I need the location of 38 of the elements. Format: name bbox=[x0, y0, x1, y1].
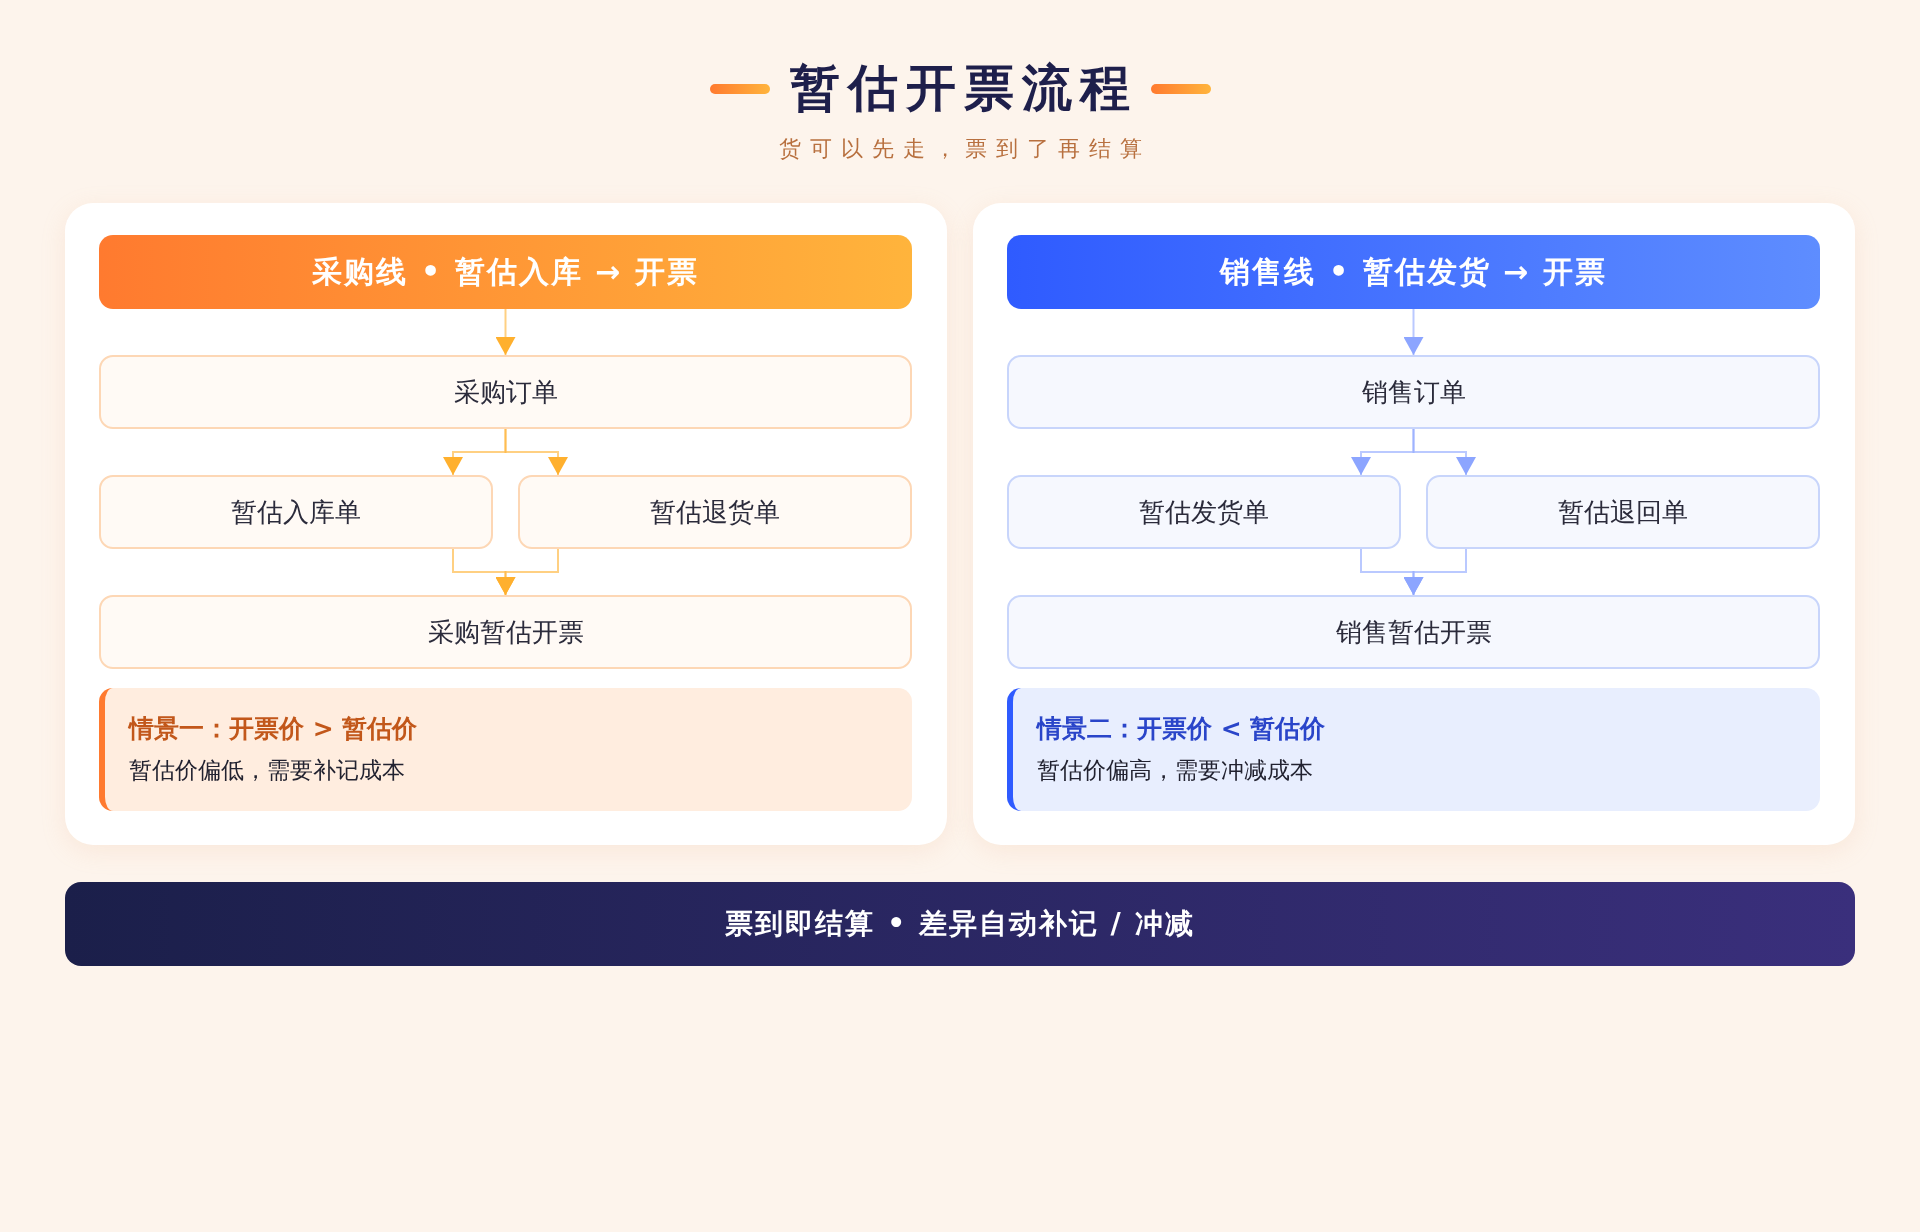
banner-text: 票到即结算 • 差异自动补记 / 冲减 bbox=[725, 906, 1195, 942]
step-label: 采购暂估开票 bbox=[427, 615, 584, 649]
header-bar bbox=[99, 235, 912, 309]
flow-arrow bbox=[495, 308, 516, 356]
note-card bbox=[1007, 688, 1820, 811]
step-label: 销售暂估开票 bbox=[1335, 615, 1492, 649]
flow-arrow bbox=[1403, 548, 1467, 596]
panel-card bbox=[973, 203, 1855, 845]
process-box bbox=[99, 475, 493, 549]
flow-arrow bbox=[1412, 428, 1476, 476]
flow-arrow bbox=[1403, 308, 1424, 356]
header-title: 销售线 • 暂估发货 → 开票 bbox=[1220, 252, 1607, 291]
header-title: 采购线 • 暂估入库 → 开票 bbox=[312, 252, 699, 291]
flow-arrow bbox=[504, 428, 568, 476]
process-box bbox=[1426, 475, 1820, 549]
diagram-title: 暂估开票流程 bbox=[789, 59, 1138, 117]
flow-arrow bbox=[495, 548, 559, 596]
step-label: 销售订单 bbox=[1361, 375, 1466, 409]
process-box bbox=[1007, 595, 1820, 669]
step-label: 暂估退货单 bbox=[650, 495, 780, 529]
step-label: 暂估发货单 bbox=[1139, 495, 1269, 529]
process-box bbox=[99, 595, 912, 669]
note-heading: 情景二：开票价 < 暂估价 bbox=[1037, 713, 1327, 745]
summary-banner bbox=[65, 882, 1855, 966]
step-label: 暂估退回单 bbox=[1558, 495, 1688, 529]
note-text: 暂估价偏高，需要冲减成本 bbox=[1037, 756, 1314, 785]
process-box bbox=[1007, 475, 1401, 549]
process-box bbox=[518, 475, 912, 549]
header-bar bbox=[1007, 235, 1820, 309]
note-card bbox=[99, 688, 912, 811]
panel-card bbox=[65, 203, 947, 845]
note-text: 暂估价偏低，需要补记成本 bbox=[129, 756, 406, 785]
subtitle: 货可以先走，票到了再结算 bbox=[777, 136, 1151, 161]
step-label: 采购订单 bbox=[453, 375, 558, 409]
process-box bbox=[1007, 355, 1820, 429]
process-box bbox=[99, 355, 912, 429]
note-heading: 情景一：开票价 > 暂估价 bbox=[129, 713, 419, 745]
step-label: 暂估入库单 bbox=[231, 495, 361, 529]
